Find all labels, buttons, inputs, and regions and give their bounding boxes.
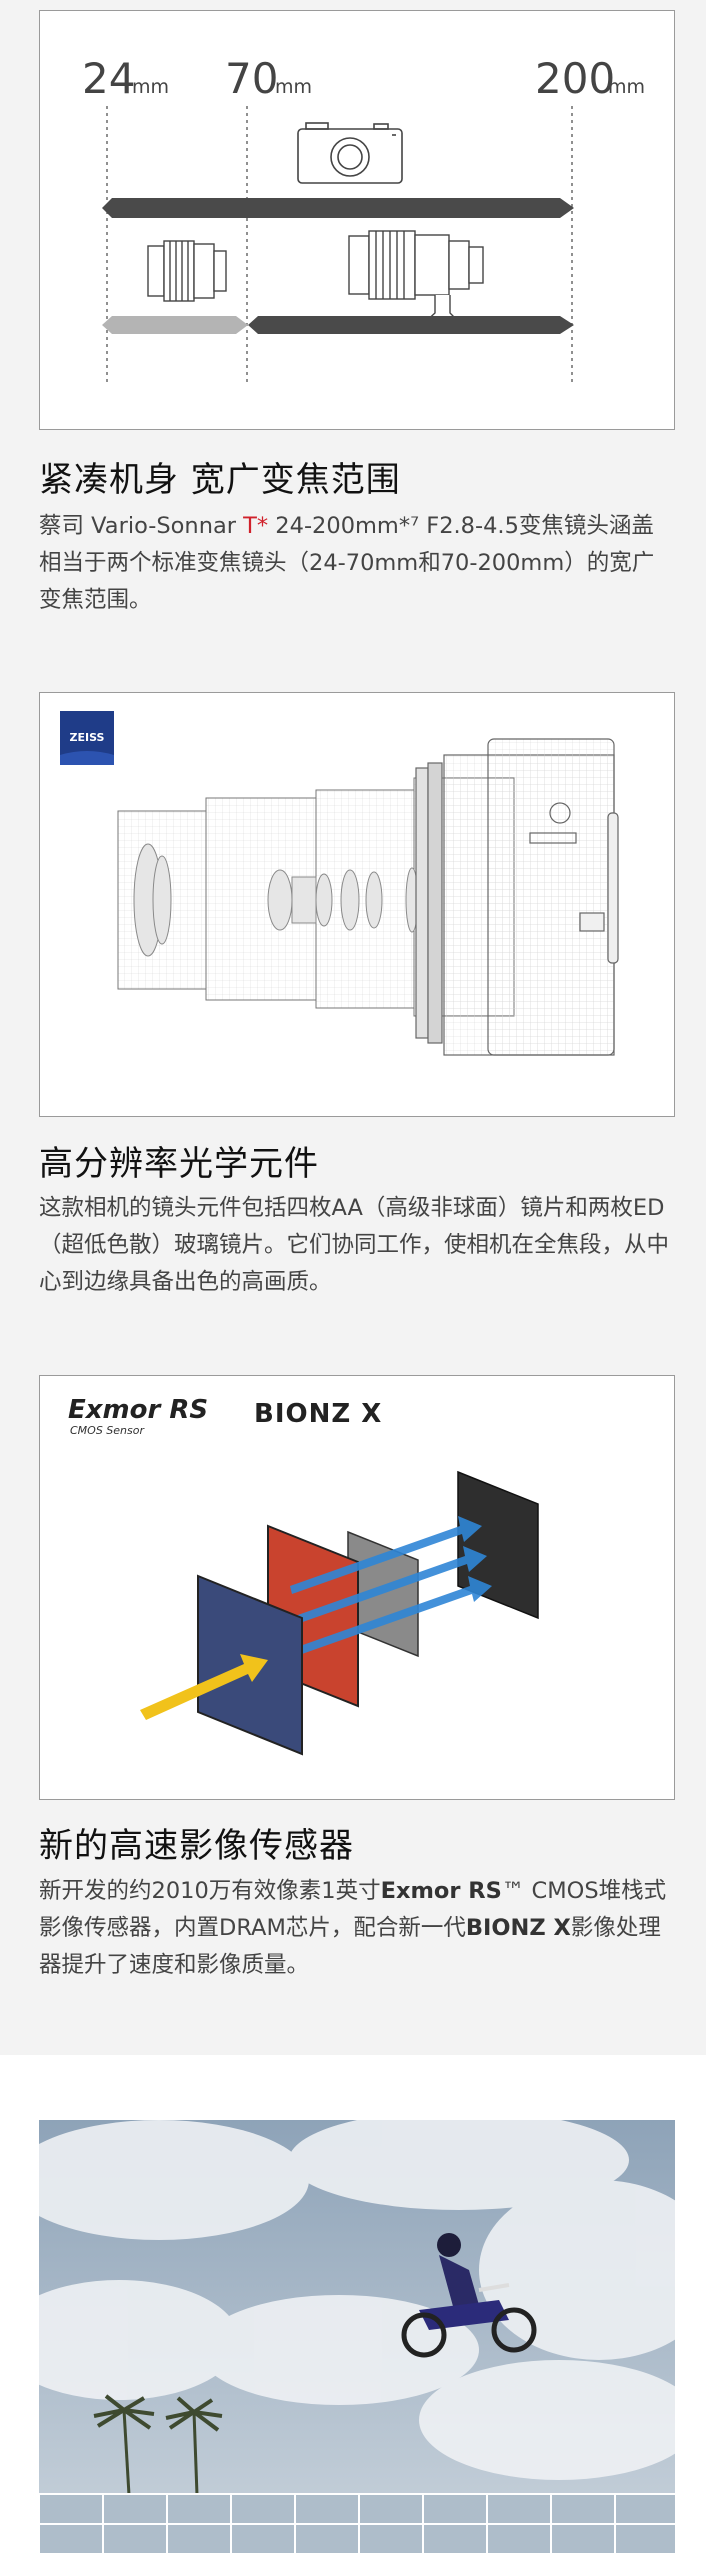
exmor-rs-logo: Exmor RS bbox=[68, 1395, 208, 1425]
zeiss-logo-text: ZEISS bbox=[70, 731, 105, 744]
body-text-part: ™ CMOS堆栈式影像传感器，内置DRAM芯片，配合新一代 bbox=[39, 1878, 667, 1941]
focal-mid-label: 70 bbox=[225, 54, 278, 103]
section-body-zoom: 蔡司 Vario-Sonnar T* 24-200mm*⁷ F2.8-4.5变焦… bbox=[39, 508, 669, 619]
compact-camera-icon bbox=[297, 122, 403, 184]
optics-figure: ZEISS bbox=[39, 692, 675, 1117]
lens-element-diagram: ZEISS bbox=[60, 711, 619, 1056]
data-flow-arrows bbox=[290, 1516, 492, 1654]
focal-wide-label: 24 bbox=[82, 54, 135, 103]
section-body-optics: 这款相机的镜头元件包括四枚AA（高级非球面）镜片和两枚ED（超低色散）玻璃镜片。… bbox=[39, 1195, 670, 1295]
section-title-sensor: 新的高速影像传感器 bbox=[39, 1818, 354, 1867]
palm-trees bbox=[93, 2394, 223, 2496]
zeiss-logo-icon: ZEISS bbox=[60, 711, 114, 765]
section-title-optics: 高分辨率光学元件 bbox=[39, 1144, 319, 1184]
standard-zoom-lens-icon bbox=[147, 240, 227, 302]
standard-zoom-range-bar bbox=[102, 316, 248, 334]
section-title-text: 新的高速影像传感器 bbox=[39, 1826, 354, 1866]
section-body-sensor: 新开发的约2010万有效像素1英寸Exmor RS™ CMOS堆栈式影像传感器，… bbox=[39, 1873, 669, 1984]
section-title-zoom: 紧凑机身 宽广变焦范围 bbox=[39, 460, 401, 500]
exmor-cmos-sensor-label: CMOS Sensor bbox=[70, 1424, 145, 1437]
zoom-range-figure: 24 mm 70 mm 200 mm bbox=[39, 10, 675, 430]
bionz-x-logo: BIONZ X bbox=[254, 1399, 382, 1429]
camera-body-outline bbox=[415, 738, 619, 1056]
t-star-mark: T* bbox=[243, 513, 269, 539]
full-zoom-range-bar bbox=[102, 198, 574, 218]
telephoto-zoom-lens-icon bbox=[348, 230, 484, 324]
sensor-figure: Exmor RS CMOS Sensor BIONZ X bbox=[39, 1375, 675, 1800]
burst-thumbnail-strip bbox=[39, 2493, 675, 2554]
motocross-rider bbox=[401, 2233, 537, 2358]
bionz-x-bold: BIONZ X bbox=[465, 1915, 571, 1941]
motocross-scene bbox=[39, 2120, 675, 2554]
focal-tele-unit: mm bbox=[608, 76, 645, 98]
panel-edge bbox=[706, 0, 713, 2055]
processor-chip bbox=[457, 1470, 539, 1620]
focal-wide-unit: mm bbox=[132, 76, 169, 98]
exmor-rs-bold: Exmor RS bbox=[380, 1878, 502, 1904]
telephoto-zoom-range-bar bbox=[248, 316, 574, 334]
body-text-part: 新开发的约2010万有效像素1英寸 bbox=[39, 1878, 381, 1904]
incoming-light-arrow bbox=[140, 1654, 268, 1720]
sensor-diagram: Exmor RS CMOS Sensor BIONZ X bbox=[68, 1395, 539, 1756]
focal-mid-unit: mm bbox=[275, 76, 312, 98]
focal-tele-label: 200 bbox=[535, 54, 615, 103]
body-text-part: 影像处理器提升了速度和影像质量。 bbox=[39, 1915, 661, 1978]
body-text-part: 24-200mm*⁷ F2.8-4.5变焦镜头涵盖相当于两个标准变焦镜头（24-… bbox=[39, 513, 655, 613]
zoom-range-diagram: 24 mm 70 mm 200 mm bbox=[82, 54, 645, 386]
motocross-photo bbox=[39, 2120, 675, 2554]
body-text-part: 蔡司 Vario-Sonnar bbox=[39, 513, 244, 539]
